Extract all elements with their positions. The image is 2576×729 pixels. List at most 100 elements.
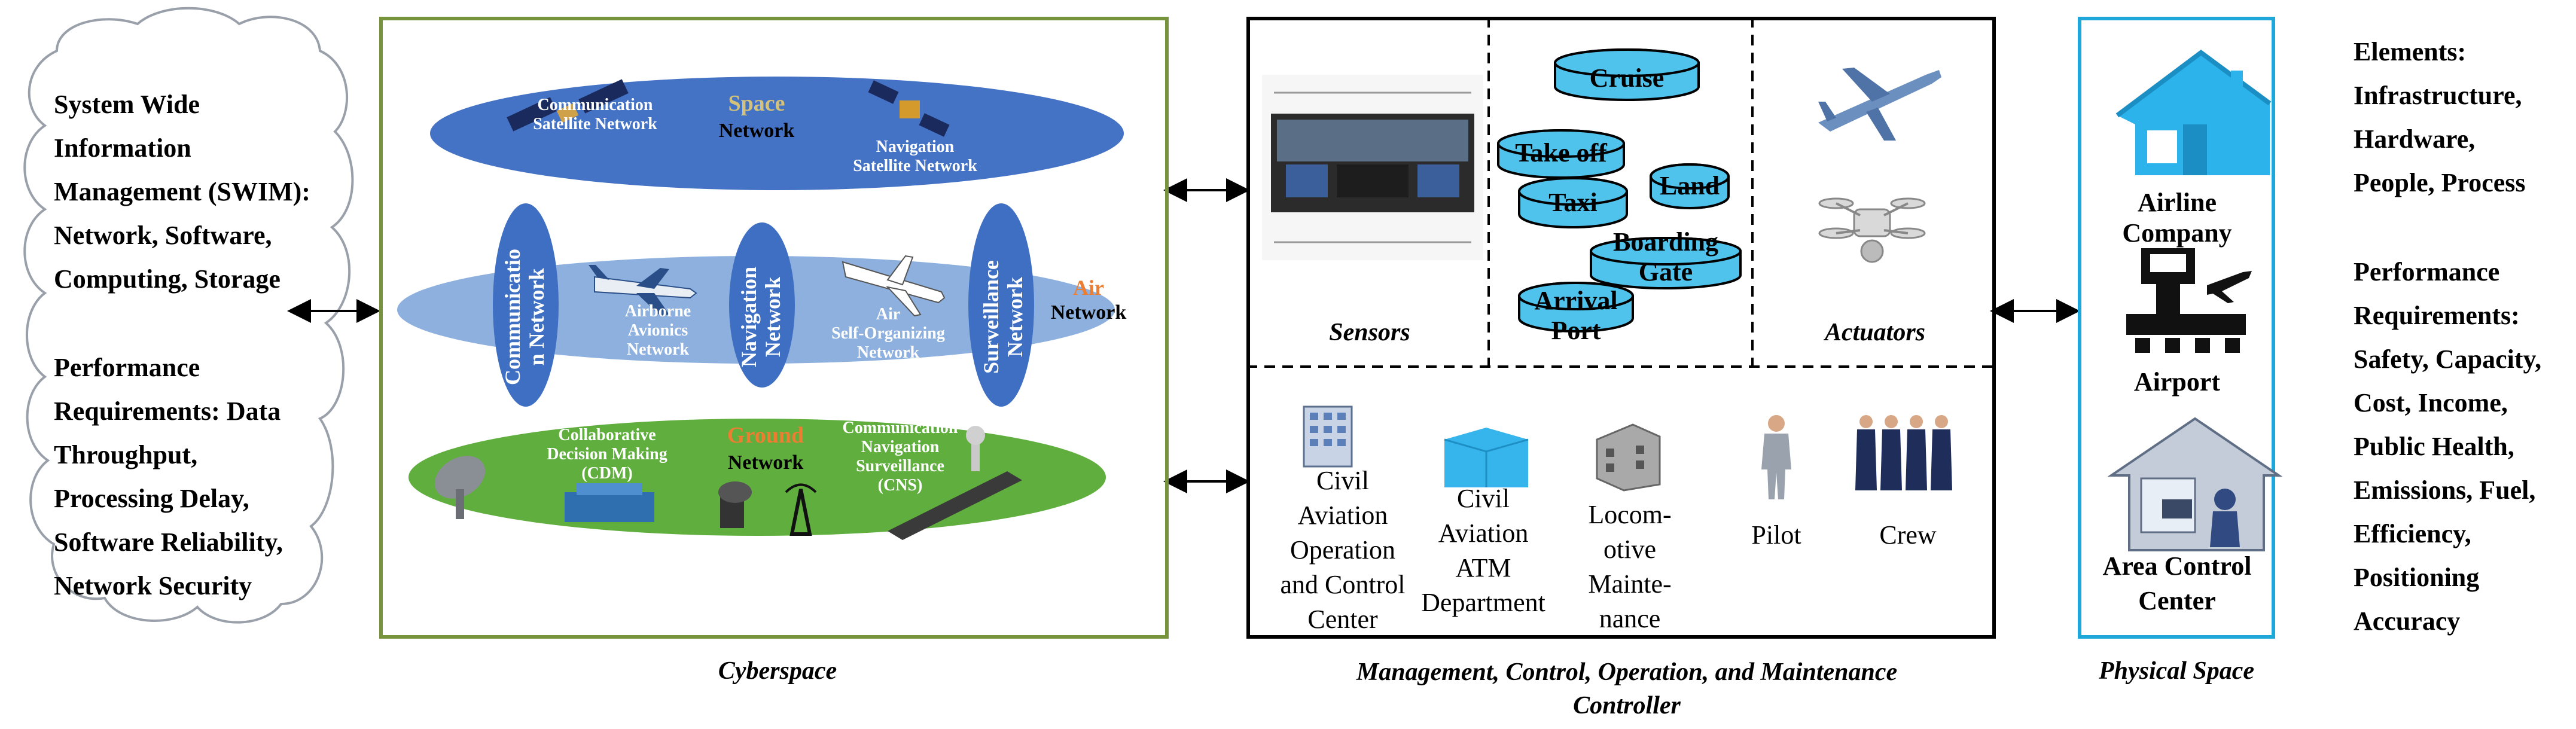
comm-satellite-label: Communication Satellite Network [511, 96, 679, 134]
airport-label: Airport [2133, 367, 2221, 396]
self-organizing-label: Air Self-Organizing Network [819, 305, 957, 362]
ground-title: Ground [727, 423, 804, 448]
swim-line: Computing, Storage [54, 264, 281, 294]
ground-network-title: Ground Network [700, 422, 831, 477]
elements-line: Elements: [2354, 37, 2467, 66]
airline-company-label: Airline Company [2122, 188, 2232, 248]
airliner-icon [589, 265, 697, 316]
private-jet-icon [842, 255, 946, 317]
swim-line: System Wide [54, 90, 200, 119]
phase-land: Land [1659, 171, 1720, 200]
civil-aviation-operation-center-label: Civil Aviation Operation and Control Cen… [1268, 463, 1417, 637]
acc-label-line: Area Control [2102, 551, 2252, 581]
cns-label-line: Navigation [861, 438, 940, 456]
self-organizing-label-line: Self-Organizing [831, 324, 945, 343]
phase-taxi: Taxi [1548, 188, 1598, 217]
avionics-label-line: Airborne [624, 302, 691, 321]
perf-line: Cost, Income, [2354, 388, 2508, 417]
entity-label-line: Aviation [1438, 518, 1529, 548]
avionics-label-line: Avionics [627, 321, 688, 340]
cdm-label-line: Decision Making [547, 445, 667, 463]
locomotive-maintenance-label: Locom- otive Mainte- nance [1564, 498, 1696, 636]
cyberspace-network-layers [397, 77, 1124, 540]
maintenance-building-icon [1596, 423, 1661, 492]
space-title: Space [728, 91, 785, 116]
pillar-label-line: n Network [525, 268, 548, 366]
area-control-center-house-icon [2107, 417, 2283, 551]
pilot-label: Pilot [1751, 520, 1801, 550]
entity-label-line: nance [1599, 604, 1661, 633]
self-organizing-label-line: Network [856, 343, 920, 362]
elements-line: Hardware, [2354, 124, 2476, 154]
air-network-title: Air Network [1035, 275, 1142, 325]
entity-label-line: Locom- [1588, 500, 1672, 529]
runway-icon [888, 426, 1022, 540]
entity-label-line: Center [1307, 605, 1378, 634]
crew-label: Crew [1879, 520, 1937, 550]
perf-line: Accuracy [2354, 606, 2461, 636]
actuator-drone-icon [1818, 197, 1926, 263]
swim-line: Network, Software, [54, 221, 272, 250]
entity-label-line: Civil [1316, 466, 1370, 495]
atm-building-icon [1444, 428, 1529, 487]
cockpit-sensors-image [1262, 75, 1483, 260]
nav-satellite-label: Navigation Satellite Network [837, 138, 993, 176]
pillar-label-line: Communicatio [501, 249, 525, 385]
swim-perf-line: Software Reliability, [54, 527, 283, 557]
self-organizing-label-line: Air [876, 305, 901, 324]
navigation-pillar [729, 222, 795, 388]
phase-cruise: Cruise [1589, 63, 1665, 93]
sensors-label: Sensors [1329, 319, 1410, 346]
pillar-label-line: Network [1003, 277, 1027, 357]
elements-line: Infrastructure, [2354, 81, 2522, 110]
cdm-label-line: Collaborative [558, 426, 656, 444]
controller-box [1246, 17, 1996, 639]
flight-phase-cylinders [1497, 48, 1742, 333]
crew-icon [1855, 415, 1952, 490]
phase-arrival-line: Port [1551, 316, 1601, 345]
radio-tower-icon [785, 483, 817, 536]
perf-line: Public Health, [2354, 432, 2514, 461]
entity-label-line: otive [1603, 535, 1656, 564]
pillar-label-line: Surveillance [979, 260, 1003, 374]
space-network-title: Space Network [697, 90, 816, 145]
cns-label: Communication Navigation Surveillance (C… [819, 419, 981, 495]
entity-label-line: Department [1421, 588, 1545, 617]
air-title: Air [1073, 276, 1104, 300]
cyberspace-box [379, 17, 1169, 639]
comm-satellite-label-line: Satellite Network [533, 115, 657, 133]
area-control-center-label: Area Control Center [2081, 549, 2273, 618]
phase-takeoff: Take off [1515, 138, 1607, 167]
performance-requirements-list: Performance Requirements: Safety, Capaci… [2354, 250, 2569, 643]
swim-perf-line: Throughput, [54, 440, 198, 469]
pillar-label-line: Navigation [737, 267, 761, 368]
entity-label-line: and Control [1280, 570, 1406, 599]
entity-label-line: ATM [1455, 553, 1511, 582]
cns-label-line: Communication [842, 419, 958, 437]
communication-satellite-icon [507, 79, 629, 132]
entity-label-line: Civil [1456, 484, 1510, 513]
phase-boarding-line: Boarding [1612, 227, 1719, 257]
nav-satellite-label-line: Satellite Network [853, 157, 977, 175]
cns-label-line: (CNS) [877, 476, 923, 495]
civil-aviation-atm-label: Civil Aviation ATM Department [1409, 481, 1558, 620]
cdm-label: Collaborative Decision Making (CDM) [526, 426, 688, 483]
airport-tower-icon [2126, 248, 2252, 353]
avionics-label-line: Network [626, 340, 690, 359]
avionics-label: Airborne Avionics Network [598, 302, 718, 359]
physical-space-caption: Physical Space [2098, 657, 2255, 685]
actuators-label: Actuators [1824, 319, 1926, 346]
phase-boarding-line: Gate [1638, 257, 1693, 286]
elements-list: Elements: Infrastructure, Hardware, Peop… [2354, 30, 2569, 205]
office-tower-icon [1303, 405, 1353, 468]
antenna-dish-icon [718, 481, 752, 528]
controller-caption-line: Controller [1573, 692, 1681, 719]
comm-satellite-label-line: Communication [537, 96, 653, 114]
swim-description: System Wide Information Management (SWIM… [54, 83, 365, 301]
air-network-word: Network [1050, 301, 1127, 324]
airport-building-icon [565, 483, 654, 522]
entity-label-line: Mainte- [1588, 569, 1672, 599]
actuator-airplane-icon [1818, 68, 1941, 141]
perf-line: Positioning [2354, 563, 2480, 592]
